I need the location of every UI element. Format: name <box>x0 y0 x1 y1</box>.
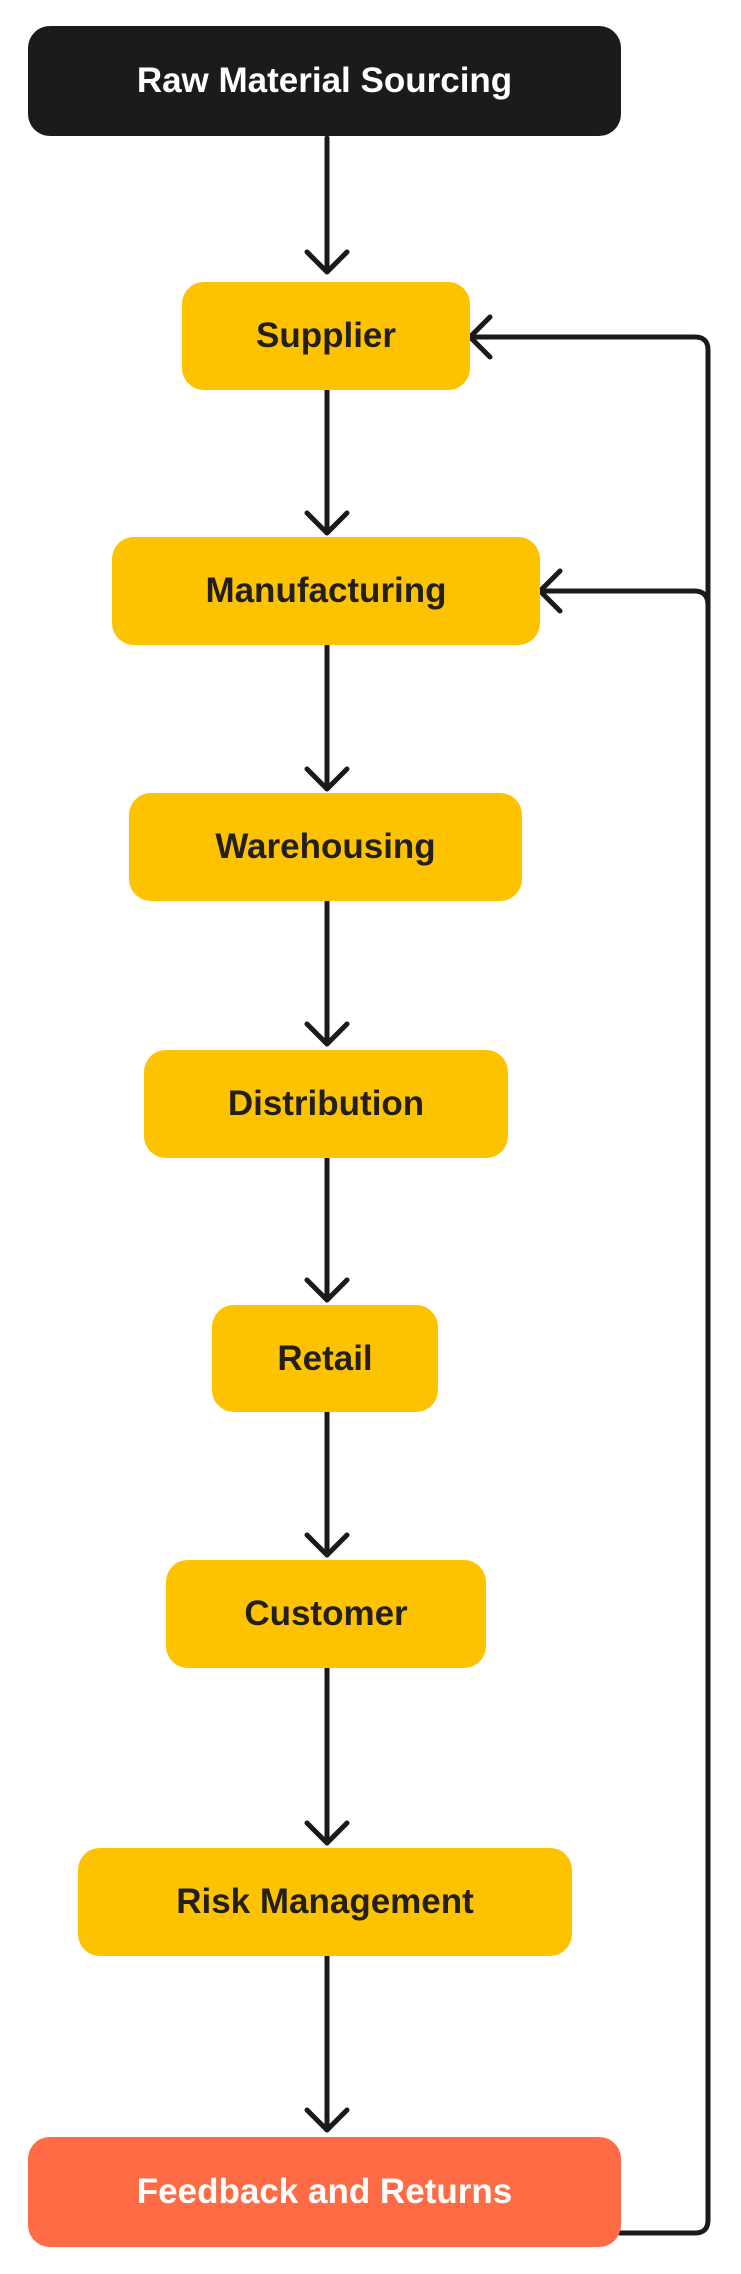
node-distribution: Distribution <box>144 1050 508 1158</box>
node-label: Feedback and Returns <box>136 2172 513 2211</box>
node-label: Warehousing <box>215 827 436 866</box>
node-warehousing: Warehousing <box>129 793 522 901</box>
arrowhead-manufacturing <box>304 510 350 536</box>
arrowhead-distribution <box>304 1021 350 1047</box>
node-risk-management: Risk Management <box>78 1848 572 1956</box>
arrowhead-retail <box>304 1277 350 1303</box>
node-label: Distribution <box>227 1084 425 1123</box>
node-customer: Customer <box>166 1560 486 1668</box>
node-label: Supplier <box>255 316 397 355</box>
node-retail: Retail <box>212 1305 438 1412</box>
arrowhead-loop-supplier <box>467 314 493 360</box>
node-raw-material-sourcing: Raw Material Sourcing <box>28 26 621 136</box>
arrowhead-risk-management <box>304 1820 350 1846</box>
node-label: Customer <box>244 1594 408 1633</box>
arrowhead-warehousing <box>304 766 350 792</box>
arrowhead-customer <box>304 1532 350 1558</box>
node-label: Manufacturing <box>205 571 447 610</box>
arrowhead-loop-manufacturing <box>537 568 563 614</box>
node-feedback-and-returns: Feedback and Returns <box>28 2137 621 2247</box>
arrowhead-supplier <box>304 249 350 275</box>
arrowhead-feedback <box>304 2107 350 2133</box>
node-label: Retail <box>277 1338 373 1378</box>
node-label: Risk Management <box>176 1882 474 1921</box>
node-supplier: Supplier <box>182 282 470 390</box>
feedback-loop-connector <box>467 334 711 2236</box>
node-manufacturing: Manufacturing <box>112 537 540 645</box>
node-label: Raw Material Sourcing <box>136 61 513 100</box>
feedback-branch-connector <box>537 588 711 608</box>
